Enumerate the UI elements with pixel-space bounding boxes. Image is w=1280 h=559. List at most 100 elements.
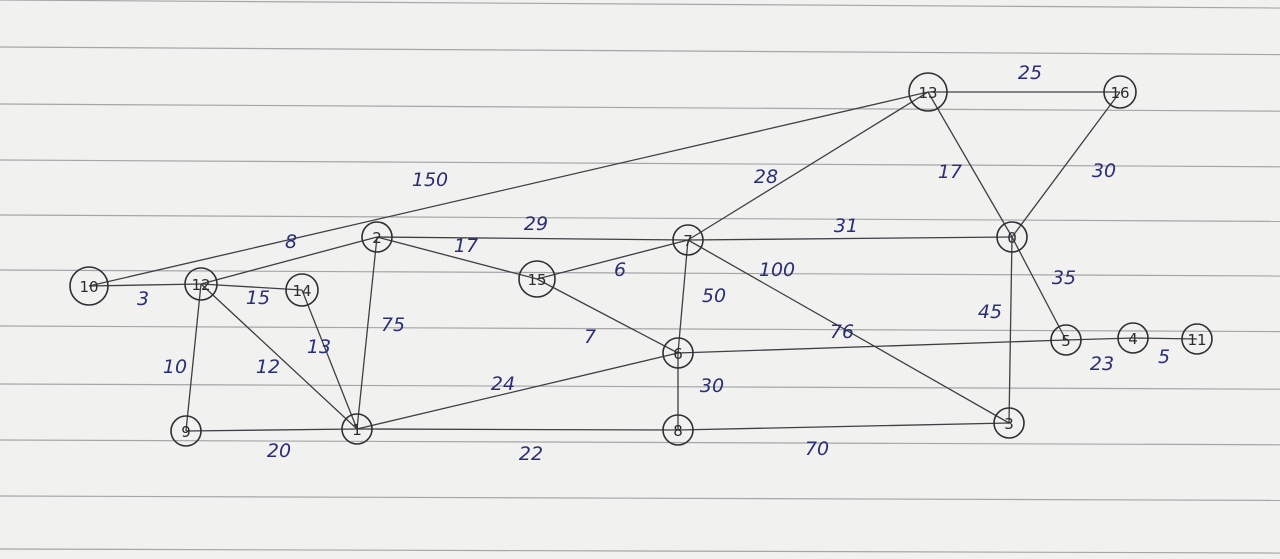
node-11: 11 [1181, 323, 1213, 355]
node-12: 12 [184, 267, 218, 301]
edge-weight-label: 8 [285, 231, 297, 253]
edge-16-0 [1011, 91, 1121, 238]
edge-weight-label: 17 [454, 235, 478, 257]
edge-8-3 [677, 422, 1010, 431]
edge-15-7 [536, 239, 689, 280]
node-circle [908, 72, 948, 112]
node-label: 8 [673, 422, 683, 440]
node-label: 5 [1061, 332, 1071, 350]
edge-weight-label: 3 [137, 288, 149, 310]
node-circle [1117, 322, 1149, 354]
node-3: 3 [993, 407, 1025, 439]
edge-weight-label: 24 [491, 373, 515, 395]
edge-2-1 [356, 236, 378, 430]
node-circle [1103, 75, 1137, 109]
ruled-line [0, 325, 1280, 333]
node-label: 15 [527, 271, 546, 289]
node-circle [518, 260, 556, 298]
edge-weight-label: 150 [412, 169, 448, 191]
ruled-line [0, 269, 1280, 277]
ruled-line [0, 46, 1280, 56]
node-circle [69, 266, 109, 306]
node-label: 16 [1110, 84, 1129, 102]
edge-12-14 [200, 283, 303, 291]
node-circle [1181, 323, 1213, 355]
edge-weight-label: 6 [614, 259, 626, 281]
node-circle [993, 407, 1025, 439]
node-label: 9 [181, 423, 191, 441]
node-15: 15 [518, 260, 556, 298]
edge-6-5 [677, 339, 1067, 354]
node-label: 3 [1004, 415, 1014, 433]
node-circle [285, 273, 319, 307]
node-label: 0 [1007, 229, 1017, 247]
edge-weight-label: 50 [702, 285, 726, 307]
edge-1-6 [356, 352, 679, 430]
edge-weight-label: 22 [519, 443, 543, 465]
edge-7-13 [687, 91, 929, 241]
ruled-line [0, 495, 1280, 501]
edge-10-12 [88, 283, 202, 287]
node-circle [361, 221, 393, 253]
edge-weight-label: 25 [1018, 62, 1042, 84]
ruled-line [0, 548, 1280, 554]
node-circle [184, 267, 218, 301]
edge-7-3 [687, 239, 1010, 424]
edge-2-7 [376, 236, 689, 241]
ruled-line [0, 214, 1280, 222]
edge-weight-label: 35 [1052, 267, 1076, 289]
edge-weight-label: 10 [163, 356, 187, 378]
node-circle [1050, 324, 1082, 356]
edge-14-1 [301, 289, 358, 430]
node-label: 13 [918, 84, 937, 102]
node-5: 5 [1050, 324, 1082, 356]
node-10: 10 [69, 266, 109, 306]
edge-2-15 [376, 236, 538, 280]
edge-7-6 [677, 239, 689, 354]
edge-7-0 [687, 236, 1013, 241]
edge-5-4 [1065, 337, 1134, 341]
edge-12-2 [200, 236, 378, 285]
edge-weight-label: 100 [759, 259, 795, 281]
edge-4-11 [1132, 337, 1198, 340]
edge-weight-label: 5 [1158, 346, 1170, 368]
node-circle [672, 224, 704, 256]
edge-10-13 [88, 91, 929, 287]
node-8: 8 [662, 414, 694, 446]
node-label: 2 [372, 229, 382, 247]
edge-13-0 [927, 91, 1013, 238]
node-circle [662, 414, 694, 446]
node-circle [341, 413, 373, 445]
edge-weight-label: 30 [700, 375, 724, 397]
edge-12-9 [185, 283, 202, 432]
edge-weight-label: 30 [1092, 160, 1116, 182]
ruled-line [0, 0, 1280, 9]
node-label: 1 [352, 421, 362, 439]
node-label: 11 [1187, 331, 1206, 349]
node-4: 4 [1117, 322, 1149, 354]
edge-weight-label: 12 [256, 356, 280, 378]
edge-weight-label: 23 [1090, 353, 1114, 375]
edge-weight-label: 15 [246, 287, 270, 309]
ruled-line [0, 439, 1280, 446]
ruled-line [0, 159, 1280, 168]
node-7: 7 [672, 224, 704, 256]
node-label: 6 [673, 345, 683, 363]
edge-12-1 [200, 283, 358, 430]
node-1: 1 [341, 413, 373, 445]
edge-9-1 [185, 428, 358, 432]
node-2: 2 [361, 221, 393, 253]
edge-weight-label: 75 [381, 314, 405, 336]
node-circle [996, 221, 1028, 253]
edge-1-8 [356, 428, 679, 431]
edge-weight-label: 7 [584, 326, 596, 348]
edge-weight-label: 20 [267, 440, 291, 462]
edge-weight-label: 70 [805, 438, 829, 460]
edge-weight-label: 76 [830, 321, 854, 343]
node-label: 14 [292, 282, 311, 300]
node-14: 14 [285, 273, 319, 307]
